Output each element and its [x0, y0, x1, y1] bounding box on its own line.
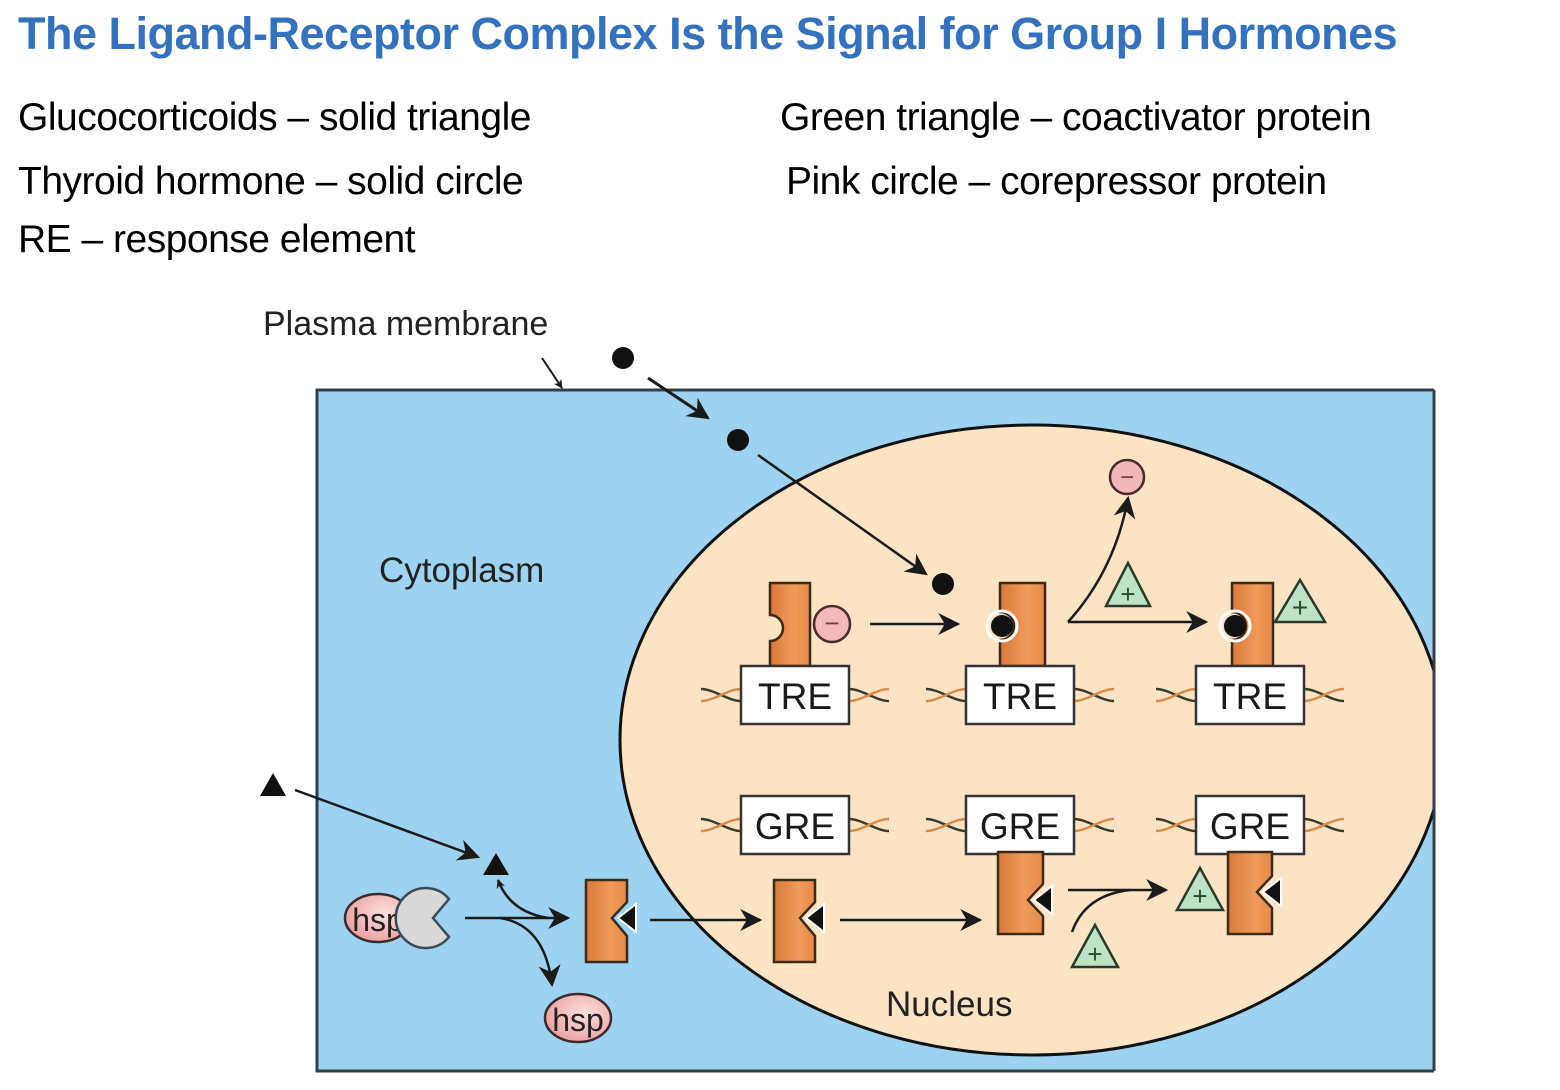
legend-corepressor: Pink circle – corepressor protein: [786, 160, 1327, 203]
thyroid-hormone-nucleus: [932, 573, 954, 595]
thyroid-hormone-cytoplasm: [727, 429, 749, 451]
plasma-membrane-pointer: [541, 357, 563, 389]
thyroid-receptor-unbound: [768, 581, 812, 668]
legend-thyroid-hormone: Thyroid hormone – solid circle: [18, 160, 524, 203]
plasma-membrane-label: Plasma membrane: [263, 305, 548, 343]
legend-coactivator: Green triangle – coactivator protein: [780, 96, 1372, 139]
gre-box: [964, 794, 1076, 856]
arrow-hormone-to-nucleus: [757, 453, 928, 576]
slide-title: The Ligand-Receptor Complex Is the Signa…: [18, 8, 1398, 59]
dna-strand: [1303, 687, 1345, 703]
arrow-hormone-enter: [647, 376, 710, 420]
arrow-coactivator-recruit: [1070, 888, 1131, 933]
tre-label: TRE: [1213, 676, 1287, 717]
glucocorticoid-receptor-liganded-cyto: [584, 878, 637, 964]
dna-strand: [1073, 687, 1115, 703]
glucocorticoid-receptor-dna-bound: [996, 850, 1053, 936]
coactivator-bound-gre: +: [1174, 865, 1226, 912]
tre-box: [739, 664, 851, 726]
coactivator-free-gre: +: [1069, 922, 1121, 969]
minus-icon: −: [1120, 464, 1134, 491]
gre-box: [739, 794, 851, 856]
glucocorticoid-cytoplasm: [483, 853, 509, 875]
minus-icon: −: [824, 608, 839, 638]
tre-box: [964, 664, 1076, 726]
gre-label: GRE: [755, 806, 835, 847]
tre-label: TRE: [758, 676, 832, 717]
tre-response-element: TRE: [925, 664, 1115, 726]
dna-strand: [1073, 817, 1115, 833]
glucocorticoid-receptor-inactive: [394, 886, 451, 950]
dna-strand: [1155, 687, 1197, 703]
hsp-bound: hsp: [343, 892, 413, 944]
tre-response-element: TRE: [700, 664, 890, 726]
corepressor-bound: −: [812, 604, 852, 644]
thyroid-receptor-active: [1218, 581, 1275, 668]
gre-label: GRE: [980, 806, 1060, 847]
glucocorticoid-outside: [260, 773, 286, 796]
plus-icon: +: [1120, 579, 1135, 609]
legend-response-element: RE – response element: [18, 218, 416, 261]
plus-icon: +: [1292, 592, 1308, 623]
corepressor-released: −: [1108, 458, 1146, 496]
dna-strand: [925, 817, 967, 833]
gre-response-element: GRE: [925, 794, 1115, 856]
hsp-released: hsp: [543, 992, 613, 1044]
thyroid-hormone-outside: [612, 347, 634, 369]
hsp-label: hsp: [552, 1002, 604, 1038]
dna-strand: [848, 687, 890, 703]
arrow-corepressor-release: [1067, 495, 1136, 623]
glucocorticoid-receptor-active: [1226, 850, 1282, 936]
thyroid-receptor-liganded: [985, 581, 1047, 668]
dna-strand: [848, 817, 890, 833]
gre-response-element: GRE: [700, 794, 890, 856]
legend-glucocorticoids: Glucocorticoids – solid triangle: [18, 96, 531, 139]
arrow-hsp-release: [499, 916, 561, 988]
tre-response-element: TRE: [1155, 664, 1345, 726]
coactivator-bound-tre: +: [1272, 577, 1328, 624]
dna-strand: [1155, 817, 1197, 833]
nucleus: [618, 423, 1446, 1057]
gre-response-element: GRE: [1155, 794, 1345, 856]
plus-icon: +: [1192, 881, 1207, 911]
dna-strand: [1303, 817, 1345, 833]
arrow-hormone-bind: [496, 879, 549, 920]
dna-strand: [700, 817, 742, 833]
gre-box: [1194, 794, 1306, 856]
coactivator-free-tre: +: [1103, 560, 1153, 609]
tre-box: [1194, 664, 1306, 726]
nucleus-label: Nucleus: [886, 985, 1012, 1024]
cytoplasm-label: Cytoplasm: [379, 551, 544, 590]
plus-icon: +: [1087, 939, 1102, 969]
dna-strand: [700, 687, 742, 703]
arrow-glucocorticoid-enter: [294, 788, 481, 861]
gre-label: GRE: [1210, 806, 1290, 847]
glucocorticoid-receptor-liganded-nucleus: [772, 878, 825, 964]
dna-strand: [925, 687, 967, 703]
tre-label: TRE: [983, 676, 1057, 717]
